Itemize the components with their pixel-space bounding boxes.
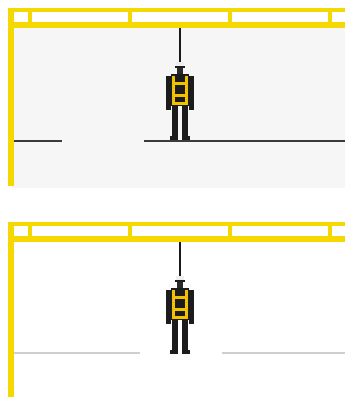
interior-background <box>12 28 345 188</box>
fall-arrest-panel-bottom <box>0 210 345 397</box>
worker-suspended-icon <box>166 62 194 140</box>
support-post <box>8 222 14 397</box>
rail-connector <box>128 8 132 28</box>
rail-connector <box>128 222 132 242</box>
overhead-rail <box>8 8 345 28</box>
rail-connector <box>28 222 32 242</box>
fall-arrest-diagram-bottom <box>8 222 345 397</box>
worker-suspended-icon <box>166 276 194 354</box>
support-post <box>8 8 14 186</box>
floor-edge <box>14 140 345 142</box>
lifeline-rope <box>179 242 181 278</box>
overhead-rail <box>8 222 345 242</box>
rail-connector <box>328 8 332 28</box>
rail-connector <box>328 222 332 242</box>
floor-edge <box>14 352 345 354</box>
rail-connector <box>228 8 232 28</box>
rail-connector <box>228 222 232 242</box>
fall-arrest-diagram-top <box>8 8 345 188</box>
rail-connector <box>28 8 32 28</box>
fall-arrest-panel-top <box>8 8 345 188</box>
lifeline-rope <box>179 28 181 64</box>
